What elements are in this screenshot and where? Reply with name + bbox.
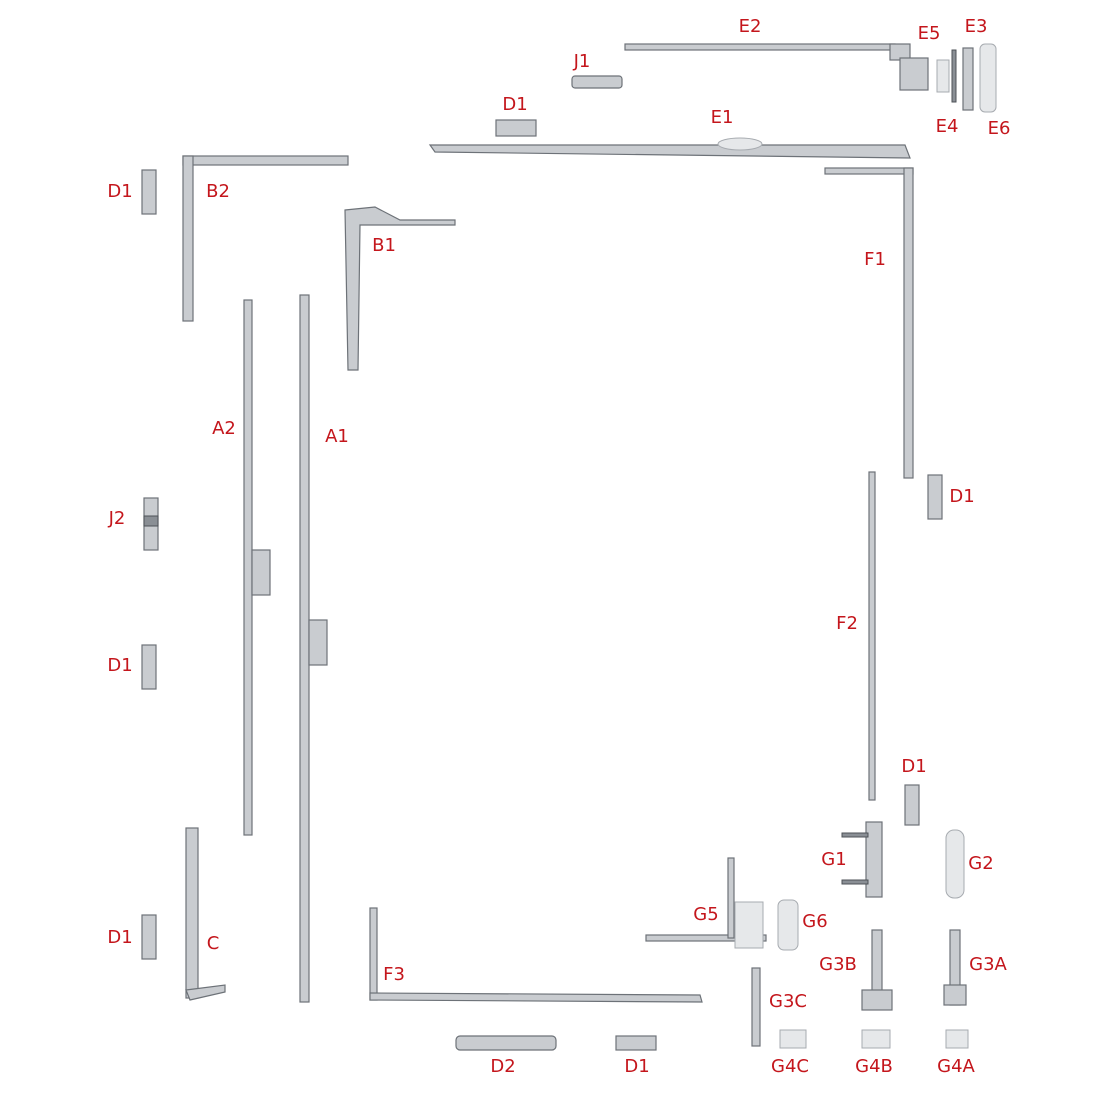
part-g3c xyxy=(751,967,761,1047)
label-b2: B2 xyxy=(206,181,230,202)
label-d2: D2 xyxy=(490,1056,516,1077)
part-g4b xyxy=(861,1029,891,1049)
part-a2 xyxy=(243,299,271,836)
part-g4c xyxy=(779,1029,807,1049)
label-f3: F3 xyxy=(383,964,405,985)
label-g4c: G4C xyxy=(771,1056,809,1077)
part-e1 xyxy=(428,137,911,159)
part-g6 xyxy=(777,899,799,951)
label-e2: E2 xyxy=(738,16,762,37)
part-j1 xyxy=(571,75,623,89)
part-g3a xyxy=(943,929,967,1006)
part-e4 xyxy=(936,49,957,103)
part-e5 xyxy=(899,57,929,91)
label-d1: D1 xyxy=(624,1056,650,1077)
part-j2 xyxy=(143,497,159,551)
part-e2 xyxy=(624,43,911,61)
part-g5 xyxy=(645,857,767,949)
label-d1: D1 xyxy=(107,655,133,676)
part-c xyxy=(185,827,226,1001)
label-g3a: G3A xyxy=(969,954,1007,975)
label-g3c: G3C xyxy=(769,991,807,1012)
label-f2: F2 xyxy=(836,613,858,634)
part-d1-bottom xyxy=(615,1035,657,1051)
label-d1: D1 xyxy=(901,756,927,777)
part-b1 xyxy=(344,206,456,371)
part-g1 xyxy=(841,821,883,898)
part-f3 xyxy=(369,907,703,1003)
label-e5: E5 xyxy=(917,23,941,44)
label-e3: E3 xyxy=(964,16,988,37)
label-g4a: G4A xyxy=(937,1056,975,1077)
label-d1: D1 xyxy=(107,181,133,202)
label-g2: G2 xyxy=(968,853,994,874)
label-b1: B1 xyxy=(372,235,396,256)
label-f1: F1 xyxy=(864,249,886,270)
label-a1: A1 xyxy=(325,426,349,447)
part-d1-right xyxy=(904,474,943,826)
label-d1: D1 xyxy=(502,94,528,115)
label-d1: D1 xyxy=(107,927,133,948)
part-f2 xyxy=(868,471,876,801)
label-g4b: G4B xyxy=(855,1056,893,1077)
part-g4a xyxy=(945,1029,969,1049)
label-e6: E6 xyxy=(987,118,1011,139)
part-e6 xyxy=(979,43,997,113)
part-g3b xyxy=(861,929,893,1011)
label-g5: G5 xyxy=(693,904,719,925)
label-d1: D1 xyxy=(949,486,975,507)
label-g3b: G3B xyxy=(819,954,857,975)
label-a2: A2 xyxy=(212,418,236,439)
label-g1: G1 xyxy=(821,849,847,870)
part-e3 xyxy=(962,47,974,111)
label-e1: E1 xyxy=(710,107,734,128)
part-b2 xyxy=(182,155,349,322)
part-d2 xyxy=(455,1035,557,1051)
part-a1 xyxy=(299,294,328,1003)
label-c: C xyxy=(206,933,220,954)
label-j2: J2 xyxy=(108,508,126,529)
part-d1-left xyxy=(141,169,157,960)
label-e4: E4 xyxy=(935,116,959,137)
part-f1 xyxy=(824,167,914,479)
part-g2 xyxy=(945,829,965,899)
label-g6: G6 xyxy=(802,911,828,932)
part-d1-top xyxy=(495,119,537,137)
label-j1: J1 xyxy=(573,51,591,72)
